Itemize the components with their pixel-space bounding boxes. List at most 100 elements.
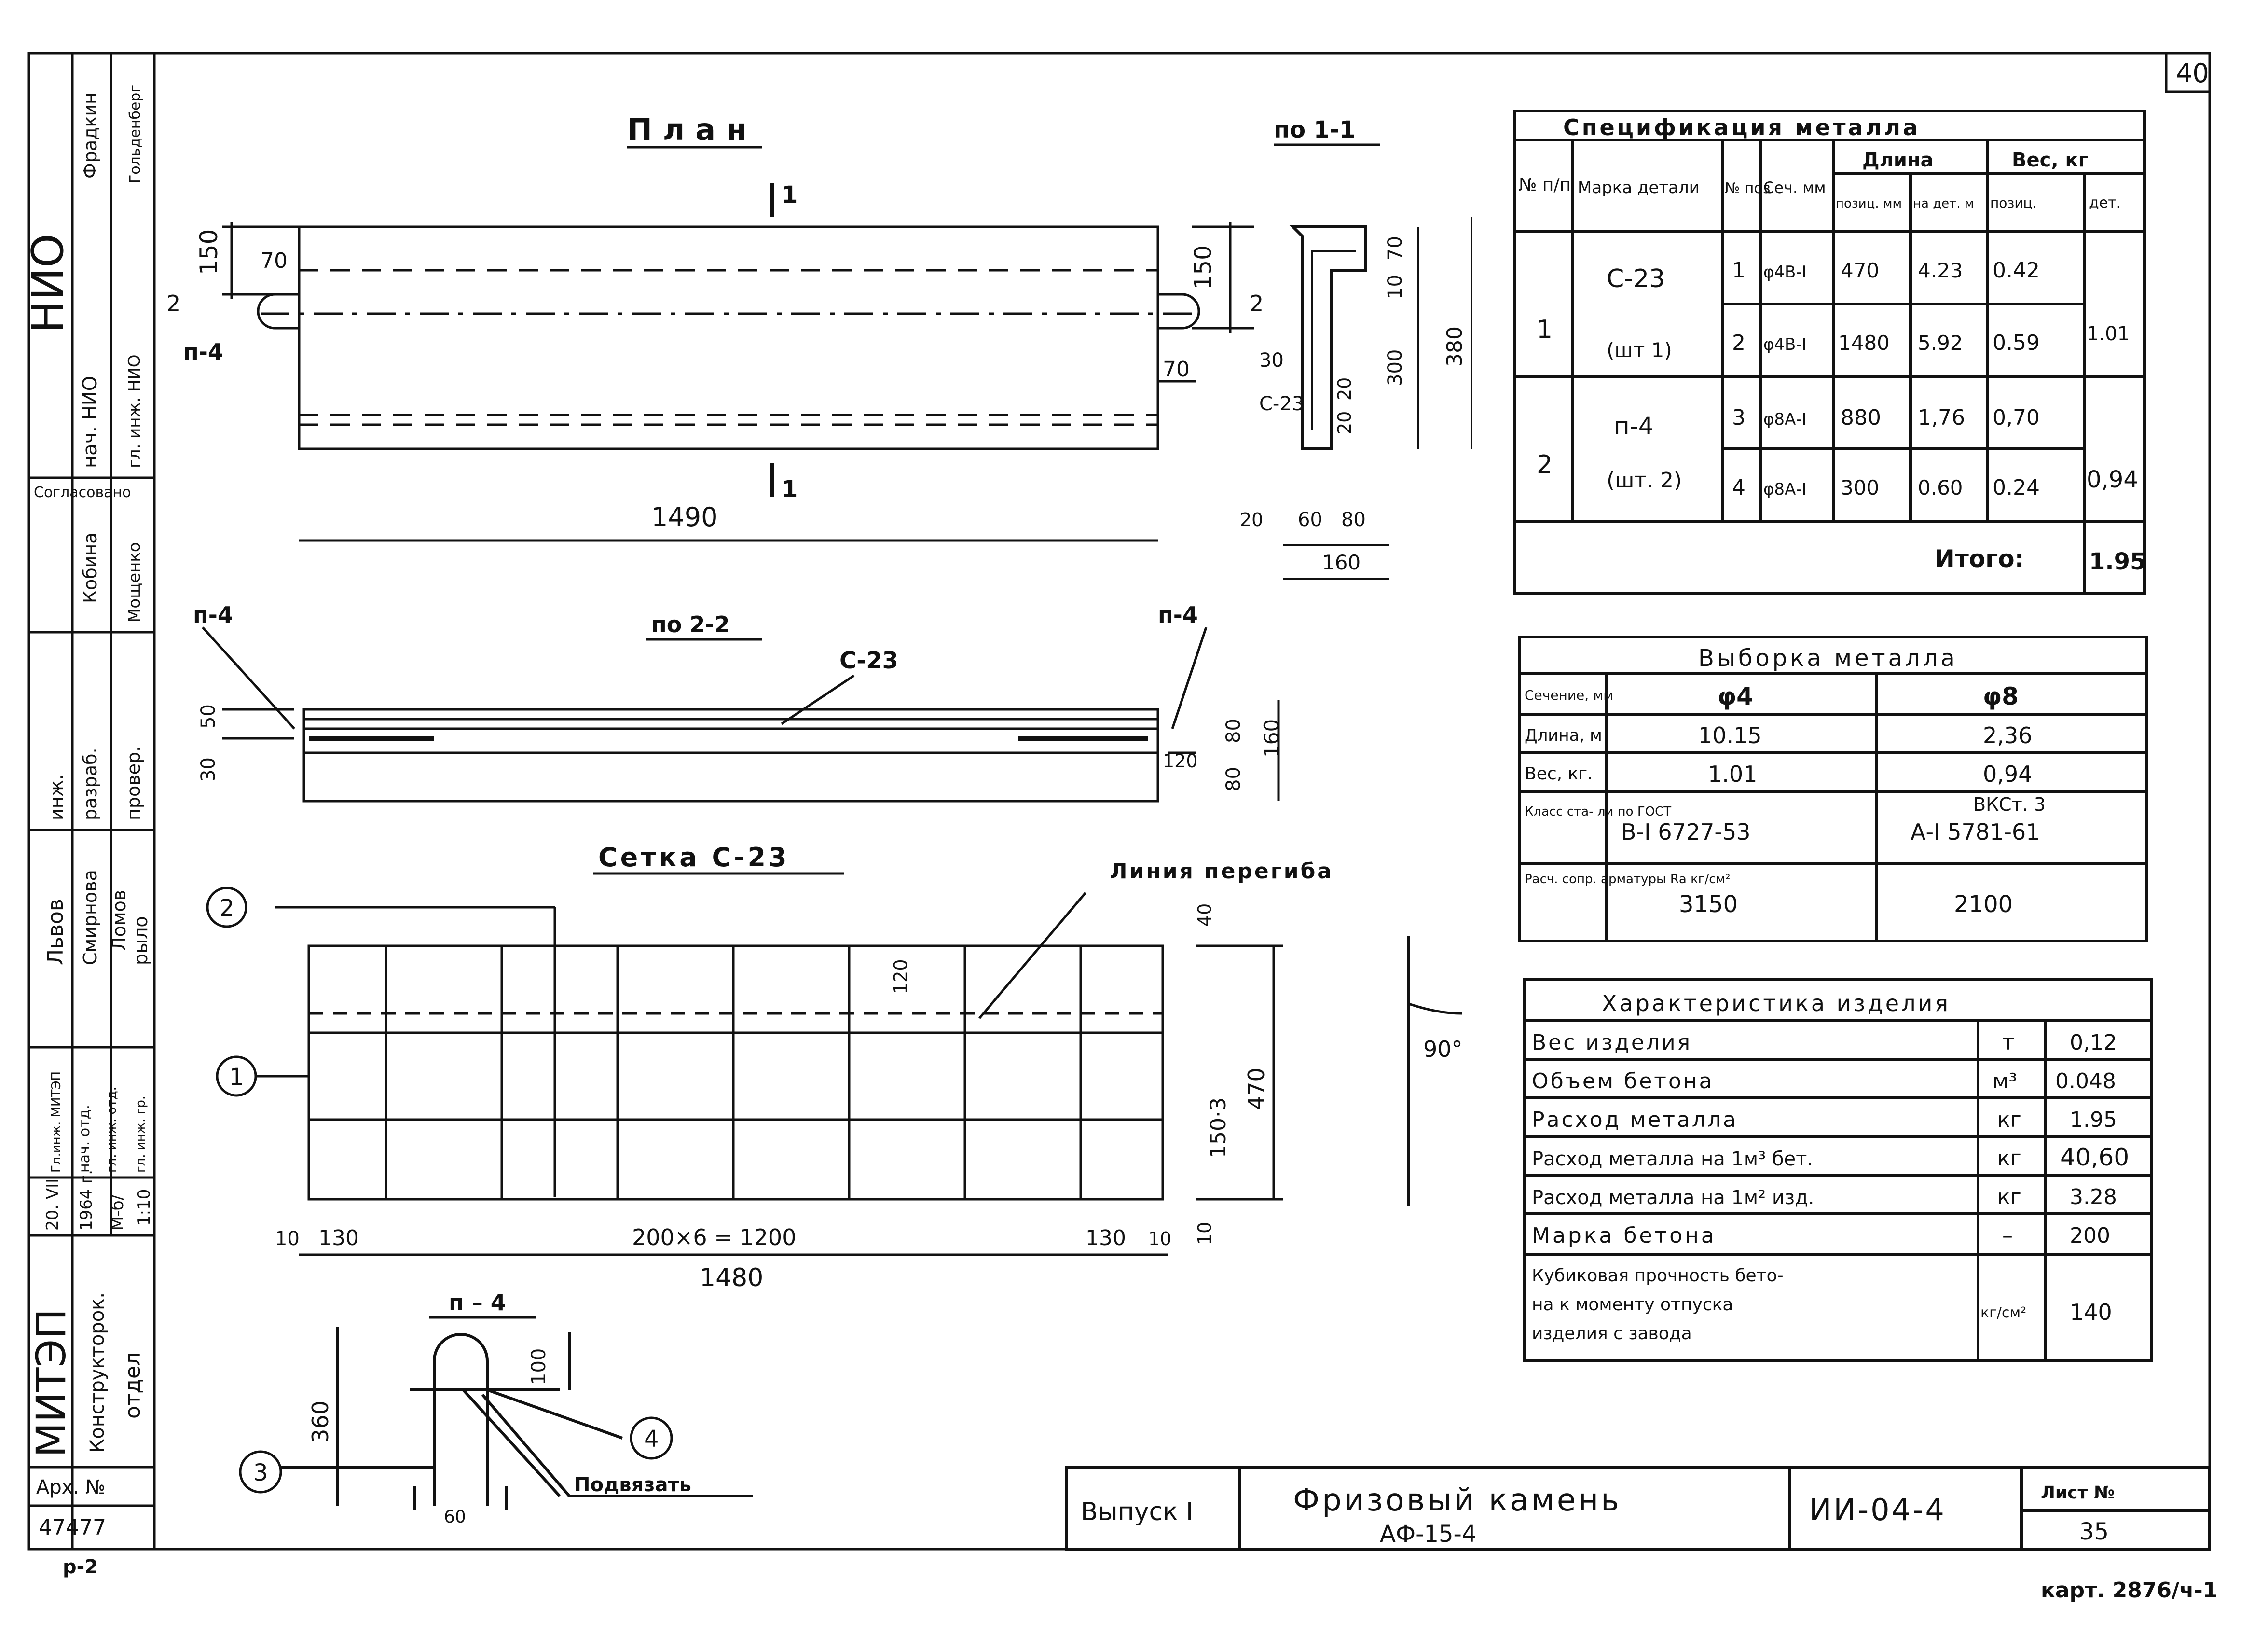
spec-table: Спецификация металла № п/п Марка детали … (1513, 110, 2146, 595)
char-row3-name: Расход металла (1532, 1108, 1738, 1132)
char-row3-value: 1.95 (2070, 1108, 2117, 1132)
section11-dim-80: 80 (1341, 509, 1366, 531)
selection-row3-label: Вес, кг. (1525, 764, 1593, 784)
spec-header-pos: № поз. (1725, 180, 1775, 197)
section22-dim-160: 160 (1260, 719, 1283, 758)
selection-row2-a: 10.15 (1698, 722, 1762, 748)
section11-title: по 1-1 (1274, 116, 1356, 143)
strip-arch-no: 47477 (39, 1515, 106, 1540)
spec-row3-len-pos: 880 (1841, 405, 1881, 430)
p4-dim-100: 100 (528, 1348, 550, 1385)
p4-pos4-circle (630, 1416, 673, 1460)
spec-row2-len-det: 5.92 (1918, 331, 1963, 355)
strip-scale-b: 1:10 (135, 1189, 154, 1226)
char-row6-unit: – (2002, 1223, 2013, 1248)
strip-prover: провер. (123, 746, 144, 820)
strip-gl-inzh-nio: гл. инж. НИО (125, 354, 144, 468)
spec-row1-mark: С-23 (1607, 264, 1665, 293)
selection-row4-b-top: ВКСт. 3 (1973, 794, 2046, 815)
plan-dim-70b: 70 (1163, 357, 1190, 382)
spec-row4-pos: 4 (1732, 475, 1746, 500)
mesh-dim-10b: 10 (1148, 1228, 1171, 1249)
mesh-pos2-circle (206, 887, 247, 928)
section22-dim-50: 50 (197, 704, 220, 729)
section22-dim-80b: 80 (1223, 767, 1245, 791)
selection-row1-a: φ4 (1718, 682, 1753, 710)
mesh-c23: Сетка С-23 Линия перегиба (206, 842, 1463, 1292)
char-row1-value: 0,12 (2070, 1030, 2117, 1055)
spec-row3-qty: (шт. 2) (1607, 468, 1682, 493)
strip-nio: НИО (23, 234, 73, 333)
selection-row5-label: Расч. сопр. арматуры Rа кг/см² (1525, 872, 1731, 887)
spec-row1-num: 1 (1537, 315, 1553, 344)
spec-row4-len-det: 0.60 (1918, 476, 1963, 499)
spec-header-len-det: на дет. м (1913, 196, 1974, 211)
strip-smirnova: Смирнова (80, 870, 101, 965)
char-row2-name: Объем бетона (1532, 1069, 1714, 1094)
char-row1-name: Вес изделия (1532, 1030, 1692, 1055)
char-row4-name: Расход металла на 1м³ бет. (1532, 1148, 1813, 1170)
mesh-dim-10c: 10 (1194, 1222, 1215, 1245)
strip-dept-a: Конструкторок. (86, 1292, 109, 1453)
char-row7-name-line3: изделия с завода (1532, 1324, 1692, 1344)
char-row2-unit: м³ (1993, 1069, 2017, 1094)
strip-date-b: 1964 г. (77, 1170, 96, 1231)
mesh-outline (307, 944, 1164, 1201)
strip-gl-inzh-otd: гл. инж. отд. (105, 1087, 119, 1173)
strip-lvov: Львов (43, 899, 68, 965)
selection-row1-label: Сечение, мм (1525, 687, 1613, 703)
spec-row3-pos: 3 (1732, 405, 1746, 430)
characteristics-table: Характеристика изделия Вес изделия т 0,1… (1523, 978, 2153, 1362)
char-row1-unit: т (2002, 1030, 2015, 1055)
plan-dim-70: 70 (261, 249, 288, 273)
spec-header-w-det: дет. (2089, 194, 2121, 211)
p4-title: п – 4 (449, 1289, 506, 1316)
spec-row1-sec: φ4В-I (1763, 263, 1807, 282)
strip-dept-b: отдел (121, 1352, 145, 1419)
title-code: АФ-15-4 (1380, 1521, 1476, 1548)
plan-section-mark-bottom: 1 (782, 476, 797, 503)
section11-c23: С-23 (1259, 393, 1304, 415)
spec-row3-mark: п-4 (1614, 412, 1654, 440)
spec-header-sec: Сеч. мм (1763, 179, 1826, 197)
card-number: карт. 2876/ч-1 (2041, 1578, 2217, 1603)
char-row7-unit: кг/см² (1980, 1304, 2026, 1321)
spec-title: Спецификация металла (1563, 114, 1920, 140)
spec-row1-pos: 1 (1732, 258, 1746, 283)
p4-bar (433, 1333, 489, 1506)
left-strip-frame (27, 52, 156, 1551)
plan-outline (298, 225, 1159, 450)
strip-date-a: 20. VII (43, 1178, 62, 1231)
mesh-angle: 90° (1423, 1036, 1463, 1062)
strip-razrab: разраб. (80, 748, 101, 820)
selection-row3-a: 1.01 (1708, 761, 1757, 787)
strip-moshchenko: Мощенко (125, 542, 144, 623)
strip-nach-otd: нач. отд. (76, 1105, 93, 1173)
spec-row2-sec: φ4В-I (1763, 335, 1807, 354)
section22-dim-80: 80 (1223, 719, 1245, 743)
strip-fradkin: Фрадкин (80, 92, 101, 179)
section11-dim-60: 60 (1298, 509, 1322, 531)
spec-row2-w-pos: 0.59 (1993, 331, 2040, 355)
plan-dim-1490: 1490 (651, 502, 717, 532)
p4-detail: п – 4 360 100 60 3 4 Подвязать (239, 1289, 753, 1527)
strip-lomov: Ломов (109, 890, 130, 951)
spec-header-mark: Марка детали (1578, 178, 1700, 197)
char-row5-unit: кг (1997, 1185, 2021, 1209)
selection-row4-b: А-I 5781-61 (1911, 819, 2040, 845)
spec-row2-len-pos: 1480 (1838, 331, 1890, 355)
selection-title: Выборка металла (1698, 645, 1958, 672)
strip-sub: р-2 (63, 1556, 98, 1578)
section22-dim-30: 30 (197, 757, 220, 782)
section11-dim-20c: 20 (1240, 509, 1263, 530)
spec-header-weight: Вес, кг (2012, 149, 2089, 171)
plan-label-p4: п-4 (183, 339, 223, 365)
spec-header-len: Длина (1862, 149, 1934, 171)
mesh-pos1-circle (216, 1055, 257, 1097)
p4-pos3: 3 (253, 1459, 268, 1486)
mesh-dim-1480: 1480 (700, 1263, 763, 1292)
spec-row2-pos: 2 (1732, 331, 1746, 355)
strip-kobina: Кобина (80, 533, 101, 604)
spec-row4-sec: φ8А-I (1763, 480, 1807, 499)
